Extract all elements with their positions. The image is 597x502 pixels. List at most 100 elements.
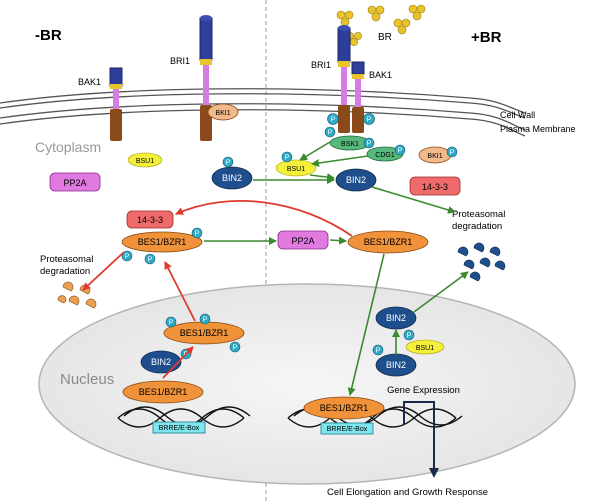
phospho-bes1-nuc-c [229,341,241,353]
bin2-cyto-left [211,166,253,190]
proteasomal-left-line1: Proteasomal [40,254,93,265]
phospho-bes1-left-c [191,227,203,239]
g1433-right-label: 14-3-3 [422,182,448,192]
bak1-right-label: BAK1 [369,70,392,80]
svg-text:P: P [195,231,200,238]
arrow-cdg1-to-bsu1 [311,155,369,167]
phospho-bak1 [363,113,375,125]
bsk1-label: BSK1 [341,141,359,148]
arrow-bsk1-to-bsu1 [299,141,331,161]
arrow-bes1-to-degradation [82,251,125,291]
svg-text:P: P [450,150,455,157]
inhibition-arrows [82,200,353,379]
bri1-right-label: BRI1 [311,60,331,70]
proteasomal-right-line1: Proteasomal [452,209,505,220]
phospho-bri1 [327,113,339,125]
phospho-bsk1-a [324,126,336,138]
cell-wall-label: Cell Wall [500,110,535,120]
bes1-bzr1-nuc-right [303,396,385,420]
bsu1-right [275,159,317,177]
phospho-bsu1-nuc [403,329,415,341]
phospho-cdg1 [394,144,406,156]
bki1-free-label: BKI1 [427,153,442,160]
bsu1-nuc [405,339,445,355]
bes1-nuc-left-lower-label: BES1/BZR1 [139,387,188,397]
svg-text:P: P [125,254,130,261]
svg-text:P: P [233,345,238,352]
degraded-fragments-left [57,281,97,309]
phospho-bes1-left-a [121,250,133,262]
phospho-bes1-left-b [144,253,156,265]
bes1-cyto-right-label: BES1/BZR1 [364,237,413,247]
svg-text:P: P [407,333,412,340]
arrow-bsu1-to-bin2 [309,173,335,182]
bin2-nuc-left-label: BIN2 [151,357,171,367]
phospho-bin2-left [222,156,234,168]
proteasomal-left-line2: degradation [40,266,90,277]
nucleus-label: Nucleus [60,371,114,388]
svg-text:P: P [367,117,372,124]
bki1-bound [207,103,239,121]
arrow-pp2a-to-bes1 [329,236,347,245]
svg-text:P: P [226,160,231,167]
bin2-nuc-left [140,350,182,374]
cytoplasm-label: Cytoplasm [35,139,101,155]
bri1-receptor-left [199,15,213,141]
bin2-nuc-right-upper-label: BIN2 [386,313,406,323]
growth-response-label: Cell Elongation and Growth Response [327,487,488,498]
g1433-right [409,176,461,196]
pp2a-center-label: PP2A [291,236,314,246]
plasma-membrane-label: Plasma Membrane [500,124,576,134]
bsu1-right-label: BSU1 [287,166,305,173]
svg-text:P: P [367,141,372,148]
proteasomal-right-line2: degradation [452,221,502,232]
arrow-bin2-phosphorylates-bes1 [162,346,194,379]
arrow-bes1-to-1433 [175,200,353,237]
cell-membrane [0,88,526,137]
gene-expression-label: Gene Expression [387,385,460,396]
bin2-cyto-right-label: BIN2 [346,175,366,185]
svg-text:P: P [169,320,174,327]
bre-ebox-left [152,421,206,434]
svg-text:P: P [203,317,208,324]
cdg1-label: CDG1 [375,152,395,159]
gene-expression-arrow [403,401,439,478]
arrow-bin2-to-degradation [371,186,456,214]
plus-br-label: +BR [471,29,502,46]
degraded-fragments-right [457,242,506,282]
bak1-left-label: BAK1 [78,77,101,87]
activation-arrows [204,141,469,396]
bri1-left-label: BRI1 [170,56,190,66]
bin2-cyto-left-label: BIN2 [222,173,242,183]
bes1-bzr1-cyto-left [121,231,203,253]
phospho-bes1-nuc-b [199,313,211,325]
bes1-nuc-right-label: BES1/BZR1 [320,403,369,413]
br-label: BR [378,32,392,43]
minus-br-label: -BR [35,27,62,44]
svg-text:P: P [285,155,290,162]
pp2a-left-label: PP2A [63,178,86,188]
bes1-bzr1-cyto-right [347,230,429,254]
nucleus-ellipse [38,283,576,485]
bsu1-left-label: BSU1 [136,158,154,165]
bki1-bound-label: BKI1 [215,110,230,117]
bak1-receptor-left [109,67,123,141]
pp2a-left [49,172,101,192]
svg-text:P: P [328,130,333,137]
bre-ebox-left-label: BRRE/E-Box [159,425,200,432]
bin2-nuc-right-lower-label: BIN2 [386,360,406,370]
phospho-bsk1-b [363,137,375,149]
br-molecules [336,4,426,46]
svg-text:P: P [331,117,336,124]
phospho-bin2-nuc-right [372,344,384,356]
svg-text:P: P [148,257,153,264]
bri1-receptor-right [337,25,351,133]
bes1-bzr1-nuc-left-lower [122,380,204,404]
bes1-nuc-left-label: BES1/BZR1 [180,328,229,338]
bre-ebox-right [320,422,374,435]
bsu1-left [127,152,163,168]
bre-ebox-right-label: BRRE/E-Box [327,426,368,433]
bin2-cyto-right [335,168,377,192]
